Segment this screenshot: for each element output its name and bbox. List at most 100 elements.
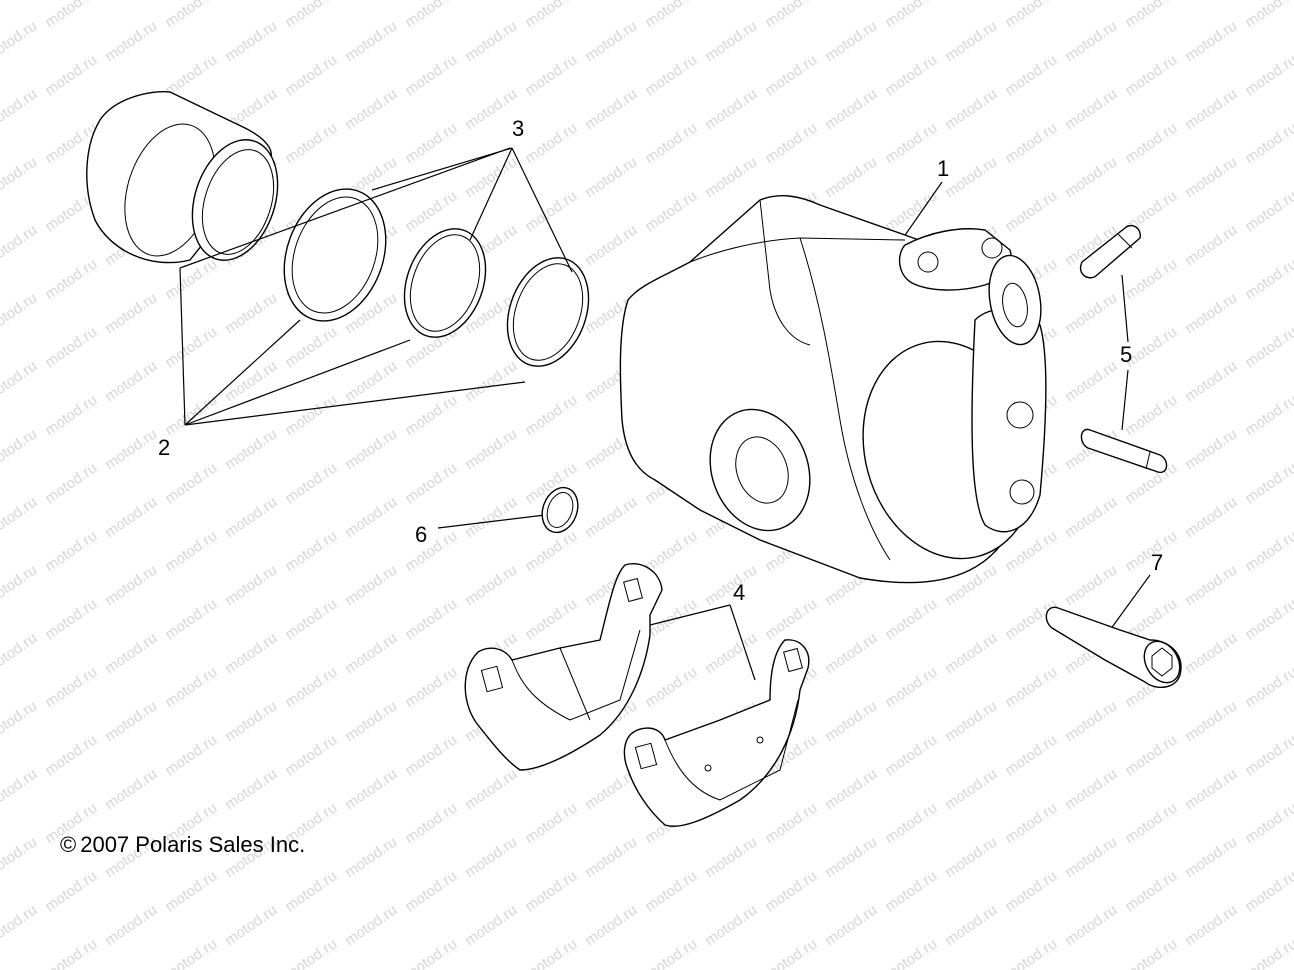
watermark-text: motod.ru <box>642 663 700 711</box>
watermark-text: motod.ru <box>342 17 400 65</box>
watermark-text: motod.ru <box>882 867 940 915</box>
watermark-text: motod.ru <box>582 493 640 541</box>
watermark-text: motod.ru <box>942 629 1000 677</box>
watermark-text: motod.ru <box>282 119 340 167</box>
watermark-text: motod.ru <box>882 0 940 31</box>
watermark-text: motod.ru <box>822 901 880 949</box>
watermark-text: motod.ru <box>42 391 100 439</box>
watermark-text: motod.ru <box>1122 799 1180 847</box>
watermark-text: motod.ru <box>162 0 220 31</box>
watermark-text: motod.ru <box>582 833 640 881</box>
watermark-text: motod.ru <box>1242 0 1294 31</box>
watermark-text: motod.ru <box>942 833 1000 881</box>
watermark-text: motod.ru <box>1242 935 1294 970</box>
watermark-text: motod.ru <box>222 561 280 609</box>
watermark-text: motod.ru <box>942 17 1000 65</box>
watermark-text: motod.ru <box>402 867 460 915</box>
watermark-text: motod.ru <box>1002 187 1060 235</box>
watermark-text: motod.ru <box>882 51 940 99</box>
watermark-text: motod.ru <box>222 765 280 813</box>
watermark-text: motod.ru <box>402 459 460 507</box>
watermark-text: motod.ru <box>282 391 340 439</box>
watermark-text: motod.ru <box>282 459 340 507</box>
watermark-text: motod.ru <box>282 527 340 575</box>
watermark-text: motod.ru <box>1242 731 1294 779</box>
callout-6: 6 <box>415 522 427 547</box>
watermark-text: motod.ru <box>162 595 220 643</box>
watermark-text: motod.ru <box>1182 901 1240 949</box>
watermark-text: motod.ru <box>402 187 460 235</box>
watermark-text: motod.ru <box>1182 357 1240 405</box>
watermark-text: motod.ru <box>402 935 460 970</box>
watermark-text: motod.ru <box>822 17 880 65</box>
watermark-text: motod.ru <box>42 867 100 915</box>
watermark-text: motod.ru <box>1122 51 1180 99</box>
watermark-text: motod.ru <box>42 0 100 31</box>
watermark-text: motod.ru <box>882 731 940 779</box>
watermark-text: motod.ru <box>1182 561 1240 609</box>
piston-part <box>86 91 279 264</box>
watermark-text: motod.ru <box>282 731 340 779</box>
watermark-text: motod.ru <box>42 255 100 303</box>
watermark-text: motod.ru <box>1002 799 1060 847</box>
watermark-text: motod.ru <box>1242 867 1294 915</box>
watermark-text: motod.ru <box>222 629 280 677</box>
seal-rings-part <box>283 188 590 367</box>
watermark-text: motod.ru <box>1182 17 1240 65</box>
watermark-text: motod.ru <box>222 17 280 65</box>
watermark-text: motod.ru <box>702 17 760 65</box>
watermark-text: motod.ru <box>1002 51 1060 99</box>
watermark-text: motod.ru <box>0 901 40 949</box>
watermark-text: motod.ru <box>1182 289 1240 337</box>
callout-2: 2 <box>158 435 170 460</box>
watermark-text: motod.ru <box>582 221 640 269</box>
watermark-text: motod.ru <box>342 629 400 677</box>
watermark-text: motod.ru <box>342 901 400 949</box>
watermark-text: motod.ru <box>762 0 820 31</box>
watermark-text: motod.ru <box>1062 901 1120 949</box>
watermark-text: motod.ru <box>162 935 220 970</box>
watermark-text: motod.ru <box>522 935 580 970</box>
caliper-body-part <box>619 194 1047 584</box>
watermark-text: motod.ru <box>0 765 40 813</box>
watermark-text: motod.ru <box>102 901 160 949</box>
watermark-text: motod.ru <box>402 527 460 575</box>
watermark-text: motod.ru <box>282 663 340 711</box>
watermark-text: motod.ru <box>942 765 1000 813</box>
watermark-text: motod.ru <box>1242 527 1294 575</box>
watermark-text: motod.ru <box>762 51 820 99</box>
watermark-text: motod.ru <box>1062 85 1120 133</box>
watermark-text: motod.ru <box>42 731 100 779</box>
watermark-text: motod.ru <box>702 153 760 201</box>
watermark-text: motod.ru <box>282 935 340 970</box>
watermark-text: motod.ru <box>1122 731 1180 779</box>
watermark-text: motod.ru <box>1182 153 1240 201</box>
watermark-text: motod.ru <box>222 425 280 473</box>
watermark-text: motod.ru <box>822 629 880 677</box>
watermark-text: motod.ru <box>1062 833 1120 881</box>
watermark-text: motod.ru <box>402 391 460 439</box>
watermark-text: motod.ru <box>942 697 1000 745</box>
watermark-text: motod.ru <box>0 85 40 133</box>
watermark-text: motod.ru <box>102 765 160 813</box>
watermark-text: motod.ru <box>522 867 580 915</box>
watermark-text: motod.ru <box>462 493 520 541</box>
watermark-text: motod.ru <box>342 833 400 881</box>
watermark-text: motod.ru <box>1002 867 1060 915</box>
watermark-text: motod.ru <box>102 561 160 609</box>
watermark-text: motod.ru <box>342 765 400 813</box>
watermark-text: motod.ru <box>642 187 700 235</box>
watermark-text: motod.ru <box>702 833 760 881</box>
watermark-text: motod.ru <box>1242 323 1294 371</box>
watermark-text: motod.ru <box>0 629 40 677</box>
watermark-text: motod.ru <box>702 85 760 133</box>
watermark-text: motod.ru <box>282 323 340 371</box>
watermark-text: motod.ru <box>642 935 700 970</box>
watermark-text: motod.ru <box>942 901 1000 949</box>
watermark-text: motod.ru <box>1122 119 1180 167</box>
watermark-text: motod.ru <box>162 323 220 371</box>
watermark-text: motod.ru <box>822 697 880 745</box>
watermark-text: motod.ru <box>1182 629 1240 677</box>
watermark-text: motod.ru <box>522 51 580 99</box>
